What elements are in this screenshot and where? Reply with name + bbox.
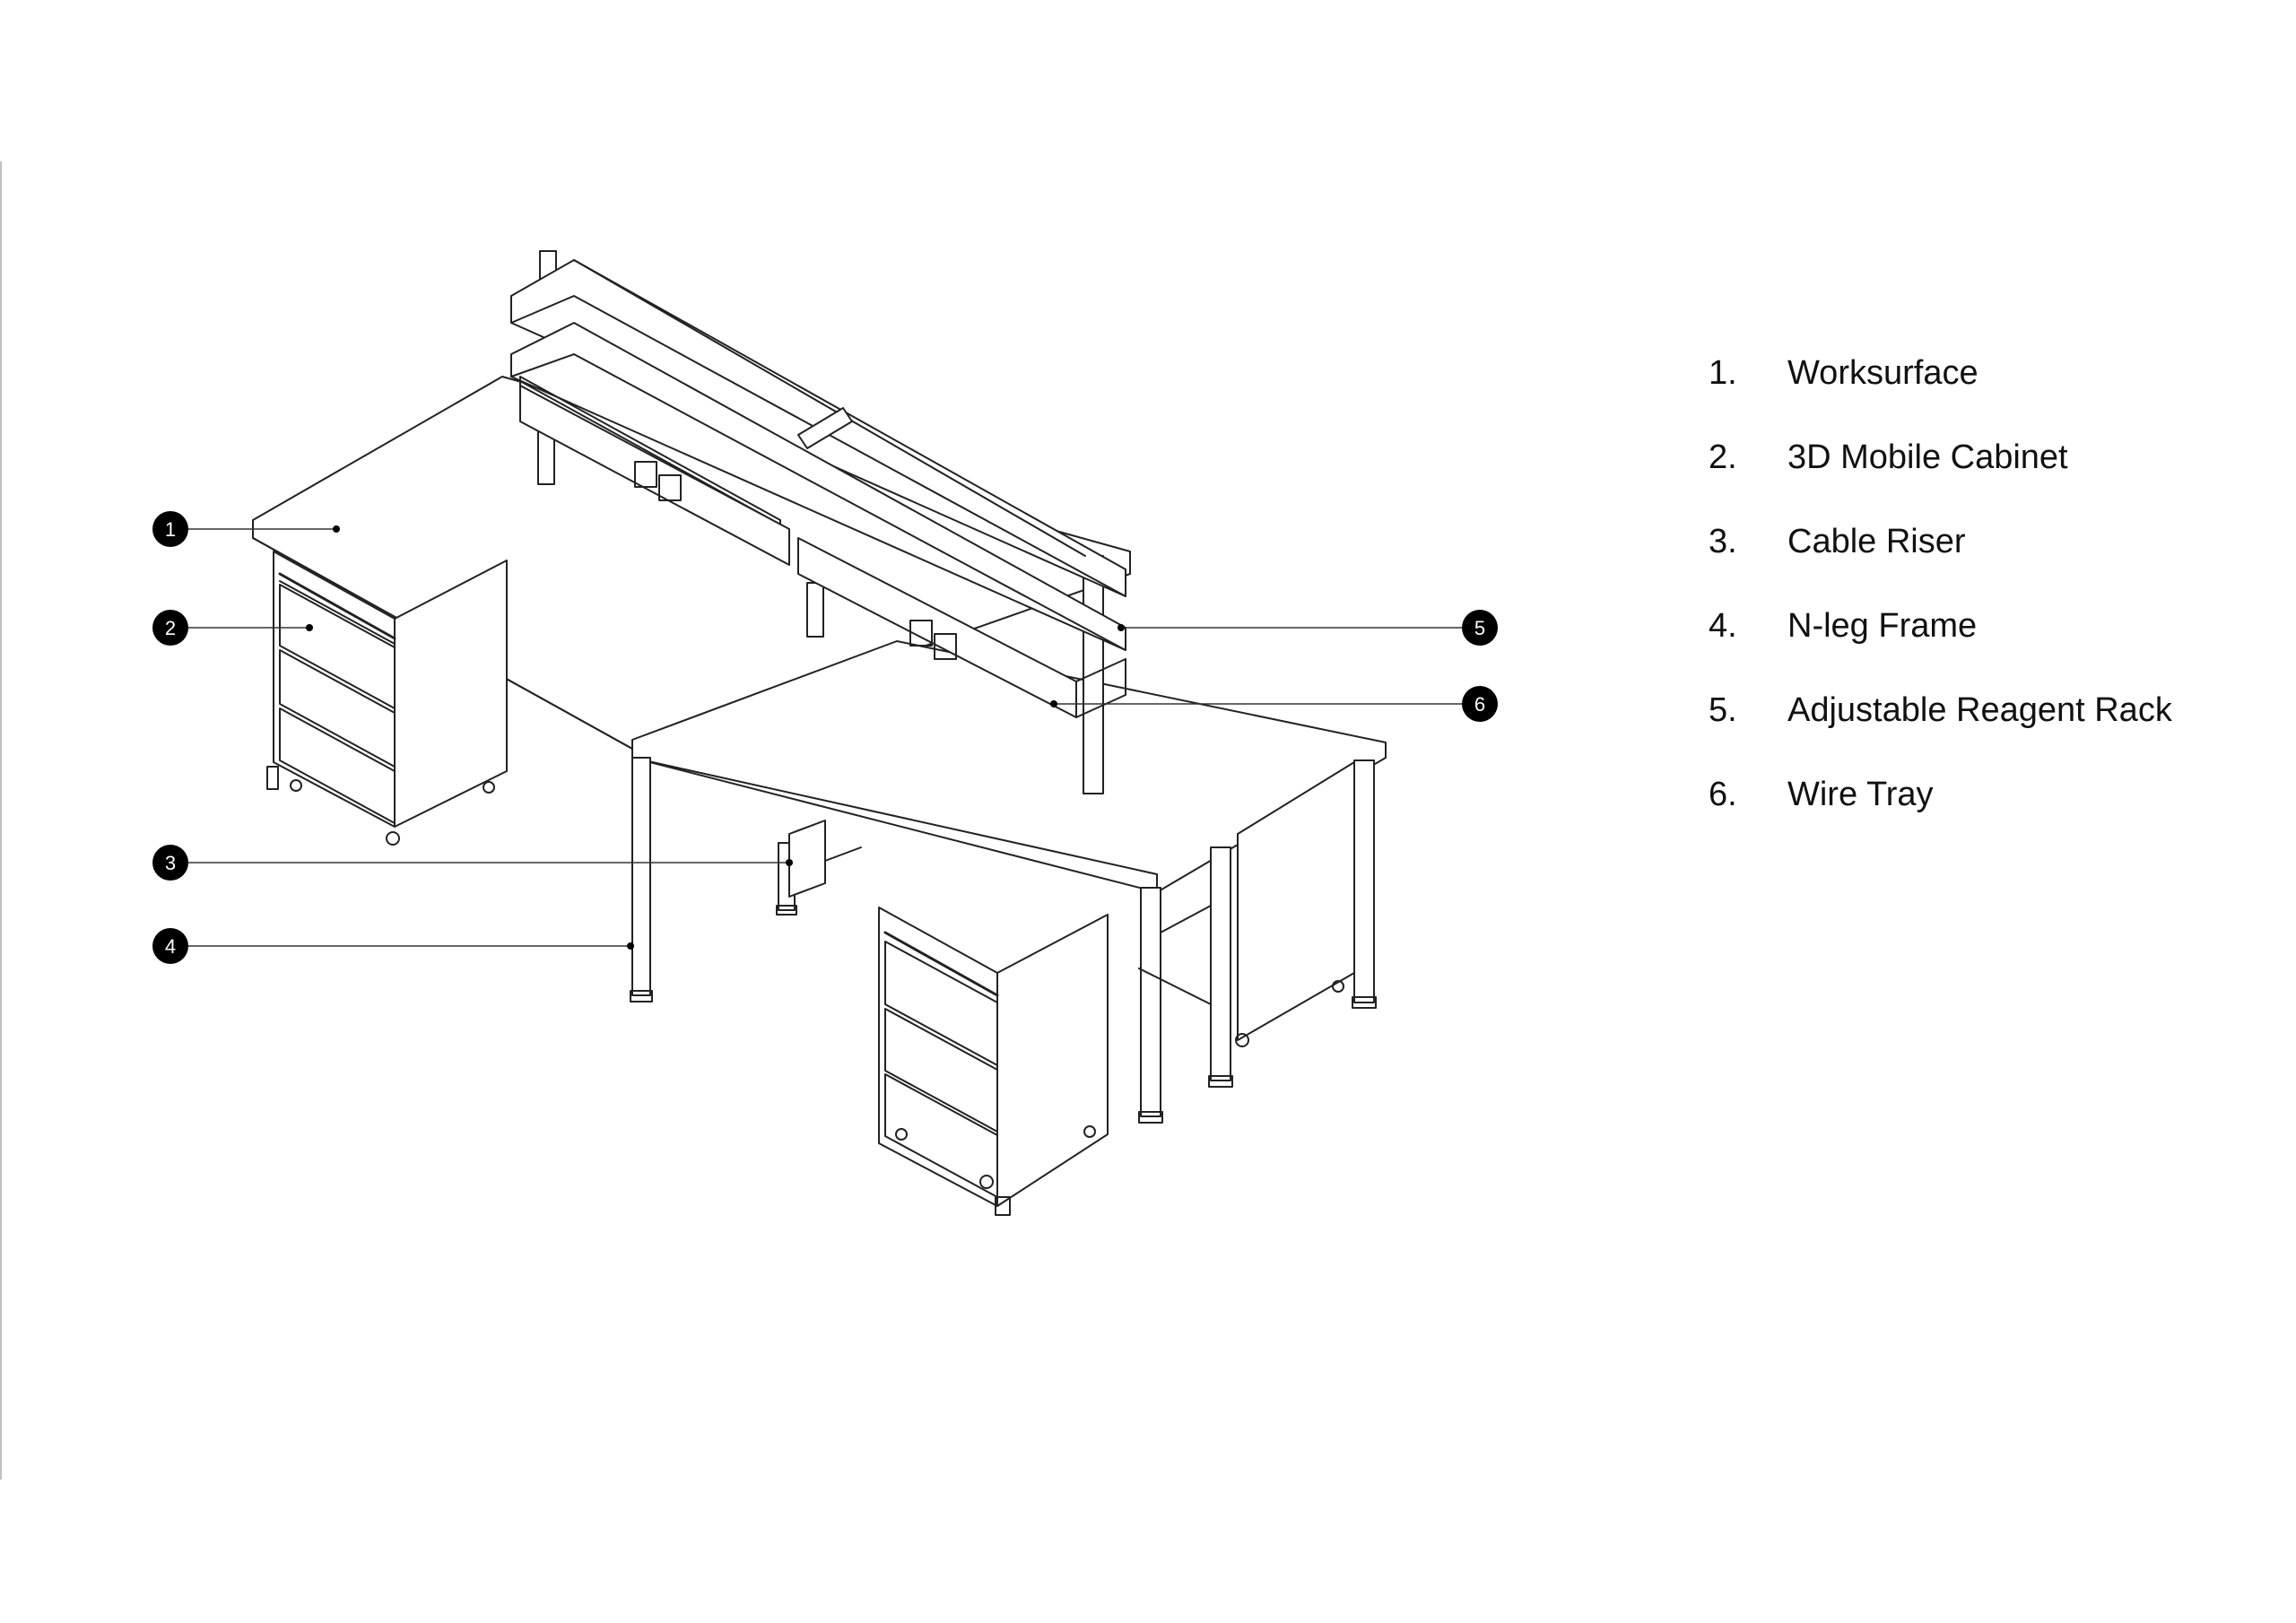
legend-item-cable-riser: 3. Cable Riser (1709, 523, 2283, 607)
legend-label: Wire Tray (1787, 776, 1934, 813)
callout-number: 4 (165, 935, 176, 958)
legend-number: 1. (1709, 354, 1737, 392)
legend-label: Adjustable Reagent Rack (1787, 691, 2172, 729)
legend-label: Worksurface (1787, 354, 1979, 392)
legend-item-wire-tray: 6. Wire Tray (1709, 776, 2283, 860)
callout-number: 6 (1474, 693, 1485, 716)
callout-marker-5: 5 (1462, 610, 1498, 646)
legend-item-mobile-cabinet: 2. 3D Mobile Cabinet (1709, 438, 2283, 523)
callout-marker-3: 3 (152, 845, 188, 881)
mobile-cabinet-front (878, 907, 1109, 1216)
legend-item-worksurface: 1. Worksurface (1709, 354, 2283, 438)
wire-tray (519, 385, 1126, 718)
legend-number: 3. (1709, 523, 1737, 560)
page-edge-rule (0, 161, 2, 1480)
legend-number: 6. (1709, 776, 1737, 813)
legend-label: 3D Mobile Cabinet (1787, 438, 2068, 476)
legend-number: 2. (1709, 438, 1737, 476)
legend-number: 5. (1709, 691, 1737, 729)
callout-number: 2 (165, 617, 176, 639)
callout-marker-4: 4 (152, 928, 188, 964)
callout-marker-2: 2 (152, 610, 188, 646)
callout-number: 5 (1474, 617, 1485, 639)
parts-legend: 1. Worksurface 2. 3D Mobile Cabinet 3. C… (1709, 354, 2283, 860)
legend-label: N-leg Frame (1787, 607, 1978, 645)
callout-marker-6: 6 (1462, 686, 1498, 722)
callouts (170, 528, 1480, 947)
cable-riser (788, 820, 862, 898)
callout-number: 1 (165, 518, 176, 541)
adjustable-reagent-rack (510, 250, 1126, 794)
legend-number: 4. (1709, 607, 1737, 645)
legend-item-reagent-rack: 5. Adjustable Reagent Rack (1709, 691, 2283, 776)
mobile-cabinet-left (266, 551, 508, 846)
callout-number: 3 (165, 852, 176, 874)
legend-item-n-leg-frame: 4. N-leg Frame (1709, 607, 2283, 691)
callout-marker-1: 1 (152, 511, 188, 547)
legend-label: Cable Riser (1787, 523, 1966, 560)
mobile-cabinet-right (1235, 761, 1355, 1047)
